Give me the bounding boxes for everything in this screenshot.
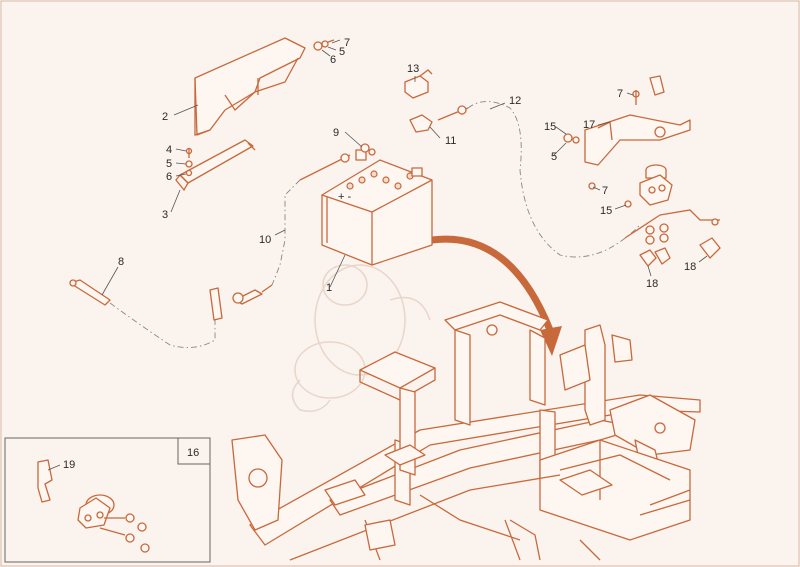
callout-3: 3 <box>162 209 168 221</box>
callout-4: 4 <box>166 144 172 156</box>
watermark-mascot <box>291 264 431 412</box>
bracket-bolt <box>632 90 640 105</box>
callout-18-right: 18 <box>684 261 696 273</box>
terminal-bolt-assembly <box>409 105 469 133</box>
key-part <box>649 75 665 96</box>
battery-terminal <box>360 143 376 156</box>
battery: + - <box>321 149 433 266</box>
callout-15-upper: 15 <box>544 121 556 133</box>
installation-arrow <box>431 235 562 356</box>
callout-6-left: 6 <box>166 171 172 183</box>
negative-cable-path <box>271 179 301 286</box>
ground-strap <box>69 279 223 349</box>
callout-19: 19 <box>63 459 75 471</box>
ground-cable-path <box>467 101 641 258</box>
callout-5-top: 5 <box>339 46 345 58</box>
callout-13: 13 <box>407 63 419 75</box>
callout-5-left: 5 <box>166 158 172 170</box>
callout-9: 9 <box>333 127 339 139</box>
negative-cable-lug <box>232 284 273 305</box>
callout-7-top: 7 <box>344 37 350 49</box>
callout-labels: 1 2 3 4 5 6 7 5 6 8 9 10 11 12 13 15 5 7… <box>63 37 696 471</box>
callout-2: 2 <box>162 111 168 123</box>
terminal-cap <box>404 69 433 99</box>
callout-18-left: 18 <box>646 278 658 290</box>
vehicle-chassis-frame <box>231 301 701 561</box>
positive-cable <box>299 153 351 181</box>
switch-bracket <box>584 114 691 166</box>
callout-16: 16 <box>187 447 199 459</box>
callout-1: 1 <box>326 282 332 294</box>
terminal-cover <box>699 237 721 259</box>
strip-bolt <box>185 147 193 177</box>
callout-7-right: 7 <box>617 88 623 100</box>
callout-11: 11 <box>445 135 456 147</box>
callout-5-right: 5 <box>551 151 557 163</box>
callout-12: 12 <box>509 95 521 107</box>
battery-cover-bracket <box>194 37 306 136</box>
callout-6-top: 6 <box>330 54 336 66</box>
switch-cable <box>624 209 720 239</box>
battery-hold-down-strip <box>175 139 256 192</box>
battery-polarity-marks: + - <box>338 191 351 203</box>
callout-10: 10 <box>259 234 271 246</box>
battery-switch <box>639 164 673 206</box>
callout-17: 17 <box>583 119 595 131</box>
callout-8: 8 <box>118 256 124 268</box>
top-bolt-washer <box>313 39 335 51</box>
small-screws <box>588 182 632 208</box>
callout-15-lower: 15 <box>600 205 612 217</box>
inset-detail-16 <box>4 437 211 563</box>
bracket-washers <box>563 133 580 144</box>
switch-nuts <box>639 223 671 267</box>
callout-7-lower: 7 <box>602 185 608 197</box>
leader-lines <box>47 39 708 471</box>
